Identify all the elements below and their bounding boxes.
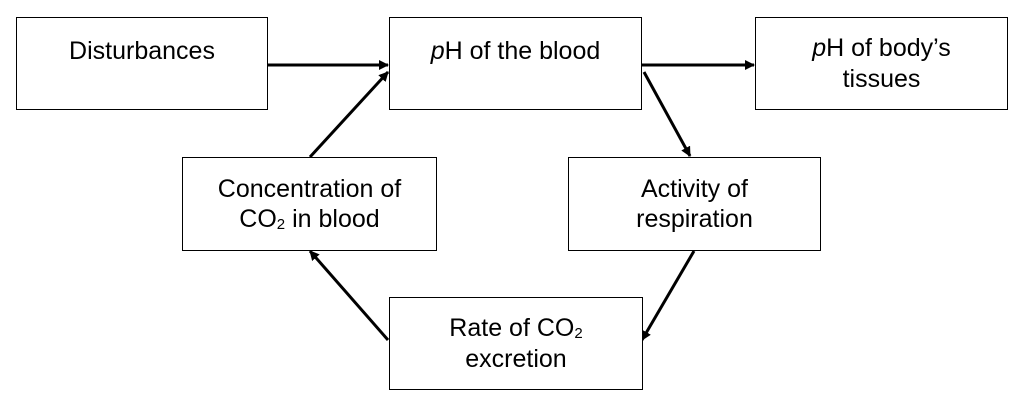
label-text: tissues: [842, 64, 921, 93]
node-label-line: Activity of: [636, 174, 753, 205]
subscript: 2: [574, 325, 583, 342]
node-label-line: pH of the blood: [431, 36, 601, 67]
label-text-after: in blood: [285, 205, 380, 233]
label-text: H of the blood: [444, 37, 601, 65]
arrow-ph-blood-to-activity-respiration: [642, 71, 692, 157]
node-label-line: CO2 in blood: [218, 204, 401, 235]
italic-prefix: p: [430, 37, 445, 65]
label-text: Disturbances: [69, 37, 215, 65]
node-label-line: respiration: [636, 204, 753, 235]
arrow-concentration-co2-to-ph-blood: [308, 70, 390, 159]
label-text: respiration: [636, 205, 753, 233]
arrow-activity-respiration-to-rate-excretion: [640, 250, 696, 341]
label-text: Activity of: [641, 174, 748, 203]
italic-prefix: p: [812, 34, 827, 62]
label-text: Concentration of: [217, 174, 402, 203]
label-text: excretion: [465, 344, 567, 373]
label-text: H of body’s: [826, 34, 951, 62]
node-label-line: Rate of CO2: [449, 313, 582, 344]
node-label-line: pH of body’s: [812, 33, 951, 64]
node-ph-blood: pH of the blood: [389, 17, 642, 110]
node-label-line: Concentration of: [218, 174, 401, 205]
node-label-line: excretion: [449, 344, 582, 375]
node-label-line: Disturbances: [69, 36, 215, 67]
label-text: Rate of CO: [449, 314, 575, 342]
label-text: CO: [239, 205, 277, 233]
node-label-line: tissues: [812, 64, 951, 95]
arrow-rate-excretion-to-concentration-co2: [308, 250, 390, 341]
subscript: 2: [276, 216, 286, 233]
node-disturbances: Disturbances: [16, 17, 268, 110]
